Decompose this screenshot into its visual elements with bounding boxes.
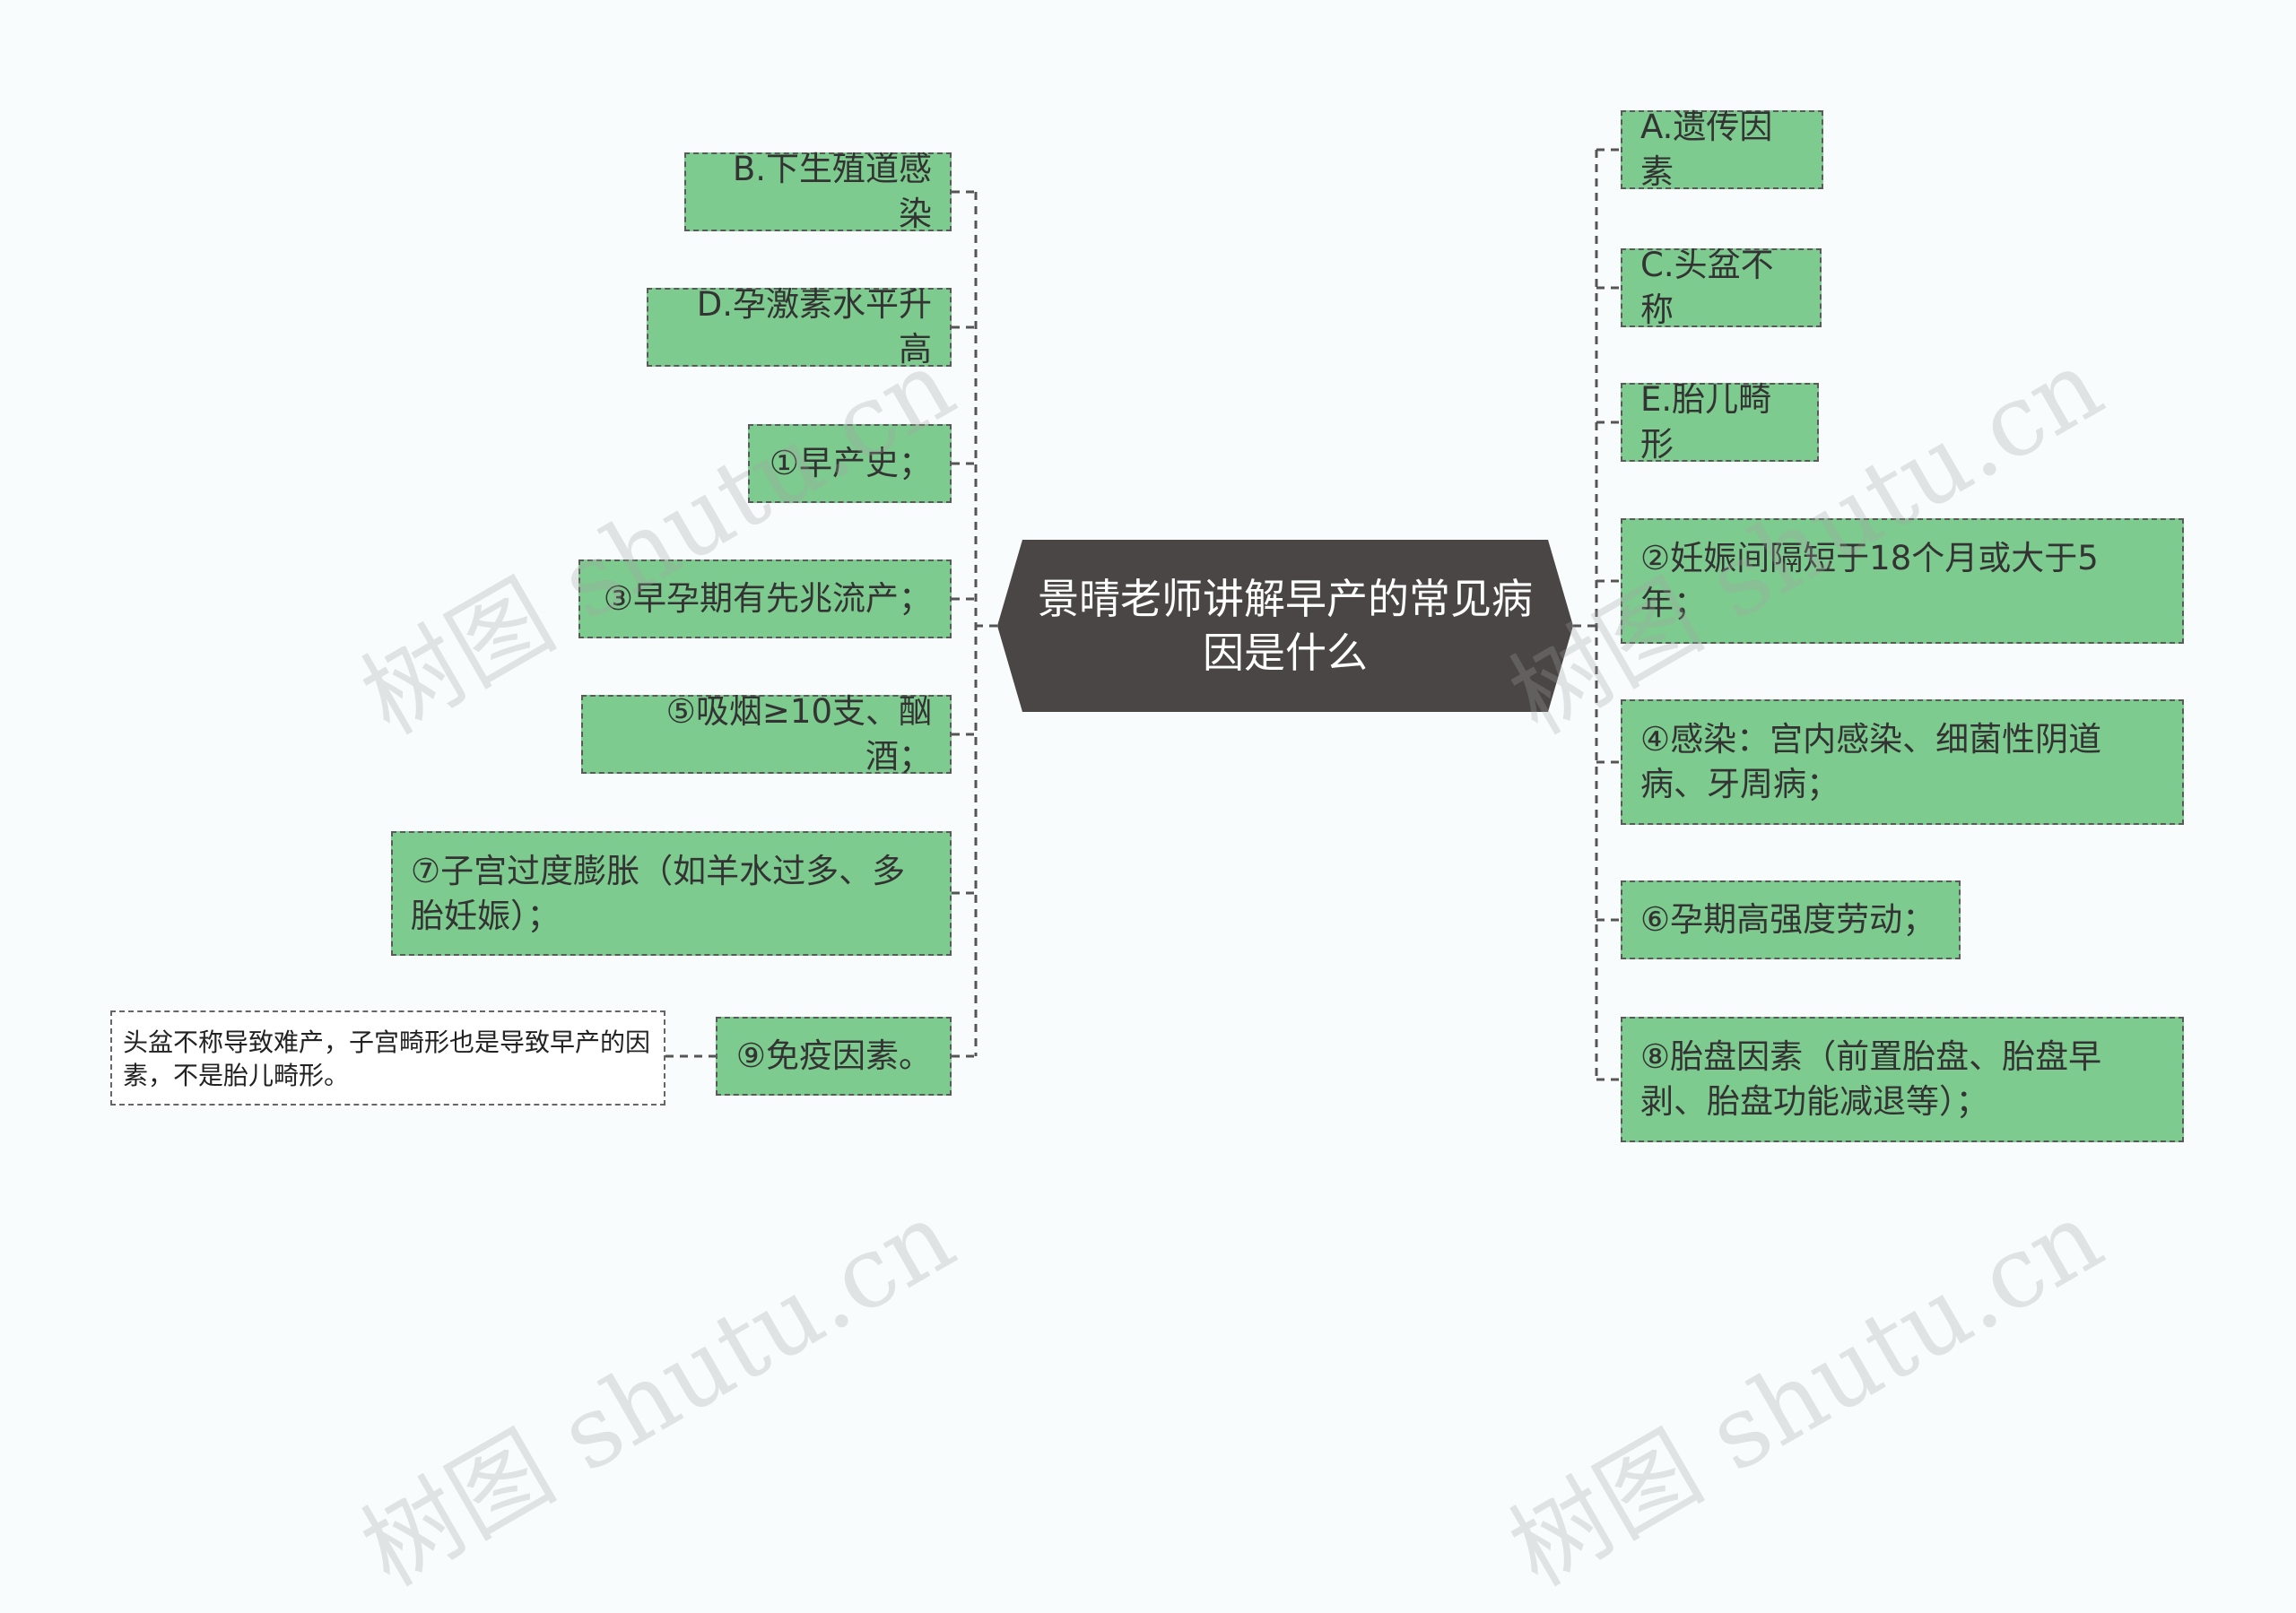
node-label: ⑤吸烟≥10支、酗酒； <box>665 692 932 776</box>
node-label: ⑧胎盘因素（前置胎盘、胎盘早剥、胎盘功能减退等）； <box>1640 1037 2102 1121</box>
node-right-genetic-factors[interactable]: A.遗传因素 <box>1621 108 1823 191</box>
node-label: ②妊娠间隔短于18个月或大于5年； <box>1640 539 2099 622</box>
node-label: C.头盆不称 <box>1640 246 1774 329</box>
node-left-genital-tract-infection[interactable]: B.下生殖道感染 <box>684 150 952 233</box>
node-left-preterm-history[interactable]: ①早产史； <box>748 424 952 503</box>
node-left-progesterone-rise[interactable]: D.孕激素水平升高 <box>647 285 952 369</box>
central-topic-shape <box>997 540 1573 712</box>
node-right-cephalopelvic-disproportion[interactable]: C.头盆不称 <box>1621 246 1822 329</box>
node-label: ⑨免疫因素。 <box>735 1036 932 1075</box>
node-right-fetal-malformation[interactable]: E.胎儿畸形 <box>1621 380 1819 464</box>
node-label: ⑥孕期高强度劳动； <box>1640 900 1936 939</box>
node-left-threatened-abortion[interactable]: ③早孕期有先兆流产； <box>578 559 952 638</box>
node-label: E.胎儿畸形 <box>1640 380 1772 464</box>
node-label: A.遗传因素 <box>1640 108 1773 191</box>
node-label: ④感染：宫内感染、细菌性阴道病、牙周病； <box>1640 720 2102 803</box>
node-left-uterine-overdistension[interactable]: ⑦子宫过度膨胀（如羊水过多、多胎妊娠）； <box>391 831 952 956</box>
central-topic[interactable]: 景晴老师讲解早产的常见病因是什么 <box>997 540 1573 712</box>
connector-lines <box>665 148 1621 1081</box>
node-label: B.下生殖道感染 <box>732 150 932 233</box>
node-right-pregnancy-interval[interactable]: ②妊娠间隔短于18个月或大于5年； <box>1621 518 2184 644</box>
node-label: ①早产史； <box>769 444 932 482</box>
note-box[interactable]: 头盆不称导致难产，子宫畸形也是导致早产的因素，不是胎儿畸形。 <box>110 1010 665 1106</box>
node-label: ③早孕期有先兆流产； <box>603 579 932 618</box>
central-topic-label: 景晴老师讲解早产的常见病因是什么 <box>1038 575 1533 677</box>
note-text: 头盆不称导致难产，子宫畸形也是导致早产的因素，不是胎儿畸形。 <box>123 1028 651 1090</box>
node-left-immune-factors[interactable]: ⑨免疫因素。 <box>716 1017 952 1096</box>
node-label: ⑦子宫过度膨胀（如羊水过多、多胎妊娠）； <box>411 851 906 935</box>
node-right-placental-factors[interactable]: ⑧胎盘因素（前置胎盘、胎盘早剥、胎盘功能减退等）； <box>1621 1017 2184 1142</box>
mind-map-canvas: B.下生殖道感染 D.孕激素水平升高 ①早产史； ③早孕期有先兆流产； ⑤吸烟≥… <box>110 108 2184 1608</box>
node-label: D.孕激素水平升高 <box>696 285 932 369</box>
node-right-heavy-labor[interactable]: ⑥孕期高强度劳动； <box>1621 880 1961 959</box>
node-right-infection[interactable]: ④感染：宫内感染、细菌性阴道病、牙周病； <box>1621 699 2184 825</box>
node-left-smoking-drinking[interactable]: ⑤吸烟≥10支、酗酒； <box>581 692 952 776</box>
